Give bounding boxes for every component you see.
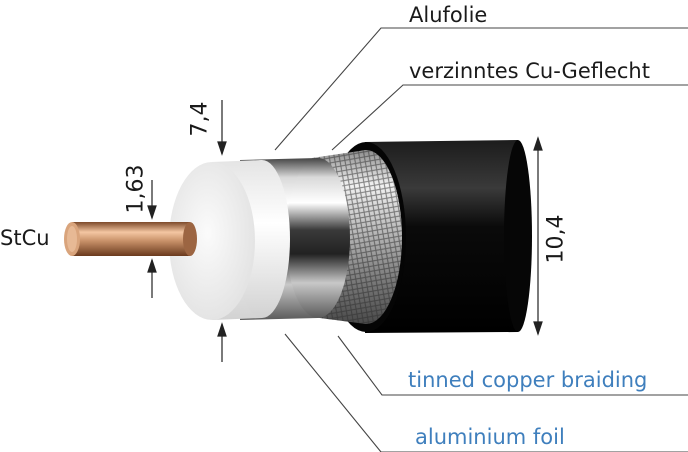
leader-braid-bottom	[337, 335, 688, 396]
dimension-lines	[147, 100, 543, 362]
label-aluminium-foil: aluminium foil	[415, 425, 565, 449]
leader-braid-top	[331, 84, 688, 151]
label-stcu: StCu	[0, 226, 50, 250]
leader-foil-bottom	[284, 333, 688, 452]
label-tinned-copper-braiding: tinned copper braiding	[408, 368, 648, 392]
inner-conductor	[64, 222, 197, 256]
dielectric	[169, 160, 290, 320]
leader-alufolie	[274, 27, 688, 151]
leader-lines	[274, 27, 688, 452]
label-verzinntes-cu-geflecht: verzinntes Cu-Geflecht	[409, 59, 650, 83]
dim-outer-diameter: 10,4	[543, 214, 569, 264]
dim-core-diameter: 1,63	[123, 164, 149, 214]
label-alufolie: Alufolie	[409, 3, 488, 27]
dim-dielectric-diameter: 7,4	[187, 101, 213, 137]
